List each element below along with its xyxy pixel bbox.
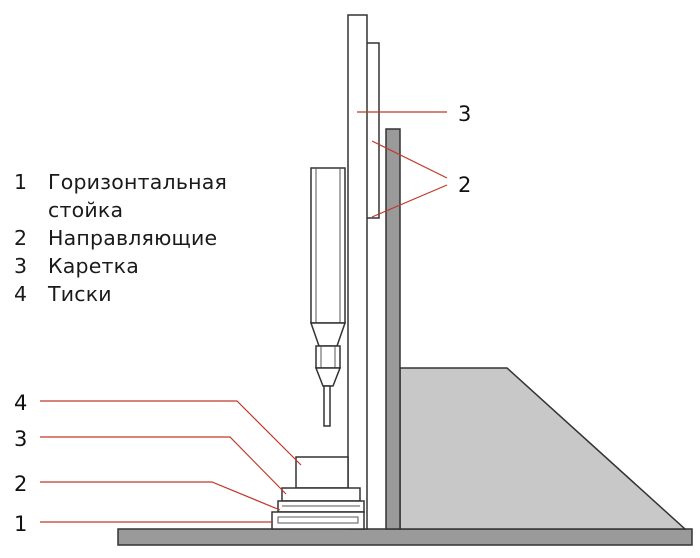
- chuck-cone: [309, 322, 347, 347]
- callout-right-2: 2: [458, 173, 471, 197]
- legend-item-1-continued: стойка: [14, 196, 227, 224]
- table-carriage-plate: [281, 487, 361, 502]
- legend-label: Направляющие: [48, 226, 218, 250]
- chuck-tip: [314, 367, 342, 387]
- callout-right-3: 3: [458, 102, 471, 126]
- callout-left-3: 3: [14, 427, 27, 451]
- chuck-body: [315, 345, 341, 369]
- legend-label: стойка: [48, 198, 124, 222]
- base-plate: [117, 528, 693, 546]
- spindle-housing: [310, 167, 346, 324]
- callout-left-4: 4: [14, 391, 27, 415]
- leader-left-3: [40, 436, 287, 495]
- legend-number: 2: [14, 226, 28, 250]
- leader-right-2a: [371, 140, 448, 179]
- carriage-column: [347, 14, 368, 530]
- legend-number: 3: [14, 254, 28, 278]
- rear-support: [399, 367, 687, 530]
- legend-item-3: 3 Каретка: [14, 252, 227, 280]
- legend-label: Горизонтальная: [48, 170, 228, 194]
- legend-label: Каретка: [48, 254, 140, 278]
- legend-item-1: 1 Горизонтальная: [14, 168, 227, 196]
- leader-right-2b: [371, 184, 448, 218]
- leader-left-2: [40, 481, 281, 511]
- legend-item-4: 4 Тиски: [14, 280, 227, 308]
- legend-item-2: 2 Направляющие: [14, 224, 227, 252]
- legend-number: 1: [14, 170, 28, 194]
- drill-bit: [323, 385, 331, 427]
- leader-left-4: [40, 400, 302, 466]
- vertical-post: [385, 128, 401, 530]
- callout-left-2: 2: [14, 472, 27, 496]
- legend-number: [14, 196, 48, 224]
- guide-strip: [365, 42, 380, 219]
- legend-label: Тиски: [48, 282, 112, 306]
- vise-block: [295, 456, 349, 489]
- parts-legend: 1 Горизонтальная стойка 2 Направляющие 3…: [14, 168, 227, 308]
- callout-left-1: 1: [14, 512, 27, 536]
- legend-number: 4: [14, 282, 28, 306]
